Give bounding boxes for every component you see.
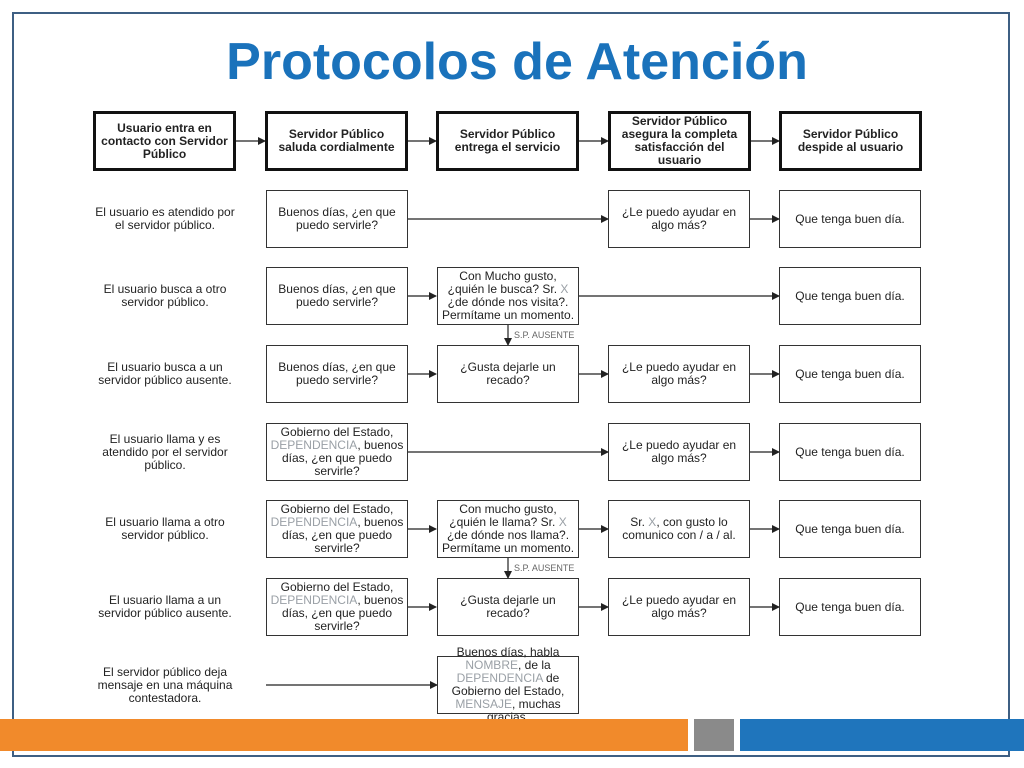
farewell-box: Que tenga buen día. bbox=[779, 500, 921, 558]
farewell-box: Que tenga buen día. bbox=[779, 578, 921, 636]
absent-note: S.P. AUSENTE bbox=[514, 330, 575, 340]
farewell-box: Que tenga buen día. bbox=[779, 267, 921, 325]
greeting-box: Buenos días, ¿en que puedo servirle? bbox=[266, 190, 408, 248]
greeting-box: Buenos días, ¿en que puedo servirle? bbox=[266, 345, 408, 403]
greeting-box: Gobierno del Estado, DEPENDENCIA, buenos… bbox=[266, 423, 408, 481]
greeting-box: Gobierno del Estado, DEPENDENCIA, buenos… bbox=[266, 500, 408, 558]
row-label: El usuario llama a otro servidor público… bbox=[105, 515, 225, 542]
greeting-box: Gobierno del Estado, DEPENDENCIA, buenos… bbox=[266, 578, 408, 636]
greeting-box: Buenos días, ¿en que puedo servirle? bbox=[266, 267, 408, 325]
row-label: El usuario busca a un servidor público a… bbox=[98, 360, 232, 387]
farewell-box: Que tenga buen día. bbox=[779, 345, 921, 403]
header-satisfaction: Servidor Público asegura la completa sat… bbox=[608, 111, 751, 171]
page-title: Protocolos de Atención bbox=[226, 33, 808, 91]
service-box: ¿Gusta dejarle un recado? bbox=[437, 578, 579, 636]
footer-bar-orange bbox=[0, 719, 688, 751]
absent-note: S.P. AUSENTE bbox=[514, 563, 575, 573]
service-box: Con Mucho gusto, ¿quién le busca? Sr. X … bbox=[437, 267, 579, 325]
satisfaction-box: Sr. X, con gusto lo comunico con / a / a… bbox=[608, 500, 750, 558]
footer-bar-blue bbox=[740, 719, 1024, 751]
header-farewell: Servidor Público despide al usuario bbox=[779, 111, 922, 171]
satisfaction-box: ¿Le puedo ayudar en algo más? bbox=[608, 578, 750, 636]
row-label: El servidor público deja mensaje en una … bbox=[97, 664, 233, 705]
row-label: El usuario es atendido por el servidor p… bbox=[95, 205, 235, 232]
header-greeting: Servidor Público saluda cordialmente bbox=[265, 111, 408, 171]
service-box: Con mucho gusto, ¿quién le llama? Sr. X … bbox=[437, 500, 579, 558]
farewell-box: Que tenga buen día. bbox=[779, 423, 921, 481]
row-label: El usuario busca a otro servidor público… bbox=[103, 282, 227, 309]
satisfaction-box: ¿Le puedo ayudar en algo más? bbox=[608, 345, 750, 403]
row-label: El usuario llama y es atendido por el se… bbox=[102, 431, 228, 472]
header-service: Servidor Público entrega el servicio bbox=[436, 111, 579, 171]
message-box: Buenos días, habla NOMBRE, de la DEPENDE… bbox=[437, 646, 579, 724]
satisfaction-box: ¿Le puedo ayudar en algo más? bbox=[608, 190, 750, 248]
footer-bar-gray bbox=[694, 719, 734, 751]
header-user-contact: Usuario entra en contacto con Servidor P… bbox=[93, 111, 236, 171]
service-box: ¿Gusta dejarle un recado? bbox=[437, 345, 579, 403]
row-label: El usuario llama a un servidor público a… bbox=[98, 593, 232, 620]
farewell-box: Que tenga buen día. bbox=[779, 190, 921, 248]
slide-frame bbox=[12, 12, 1010, 757]
satisfaction-box: ¿Le puedo ayudar en algo más? bbox=[608, 423, 750, 481]
